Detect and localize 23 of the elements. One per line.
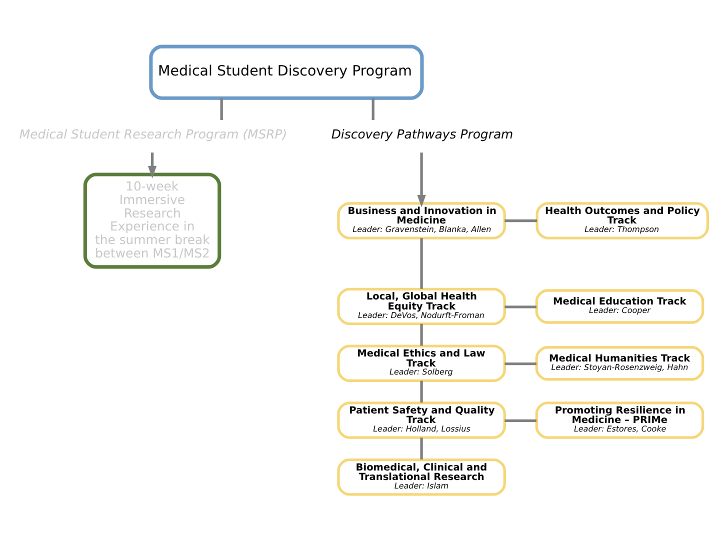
node-box: Medical Humanities Track Leader: Stoyan-Rosenzweig, Hahn: [535, 346, 704, 380]
node-box: Business and Innovation in Medicine Leader: Gravenstein, Blanka, Allen: [337, 202, 506, 239]
connector: [504, 305, 536, 308]
node-box: Medical Ethics and Law Track Leader: Solberg: [337, 344, 506, 382]
node-box: Patient Safety and Quality Track Leader: Holland, Lossius: [337, 401, 506, 438]
connector: [504, 218, 538, 222]
node-box: Promoting Resilience in Medicine – PRIMe Leader: Estores, Cooke: [535, 401, 704, 438]
connector: [420, 323, 423, 346]
node-box: Health Outcomes and Policy Track Leader: Thompson: [536, 202, 710, 239]
arrow: [417, 152, 426, 207]
node-text: Discovery Pathways Program: [331, 126, 514, 142]
node-box: Medical Student Discovery Program: [149, 44, 424, 100]
connector: [220, 98, 223, 120]
connector: [420, 437, 423, 459]
node-box: Medical Education Track Leader: Cooper: [535, 288, 704, 324]
connector: [372, 98, 374, 120]
connector: [504, 418, 536, 422]
arrow: [148, 152, 157, 178]
node-box: Local, Global Health Equity Track Leader: DeVos, Nodurft-Froman: [337, 287, 506, 325]
connector: [420, 238, 423, 288]
connector: [504, 362, 536, 365]
node-box: Biomedical, Clinical and Translational Research Leader: Islam: [337, 458, 506, 496]
connector: [420, 380, 423, 402]
